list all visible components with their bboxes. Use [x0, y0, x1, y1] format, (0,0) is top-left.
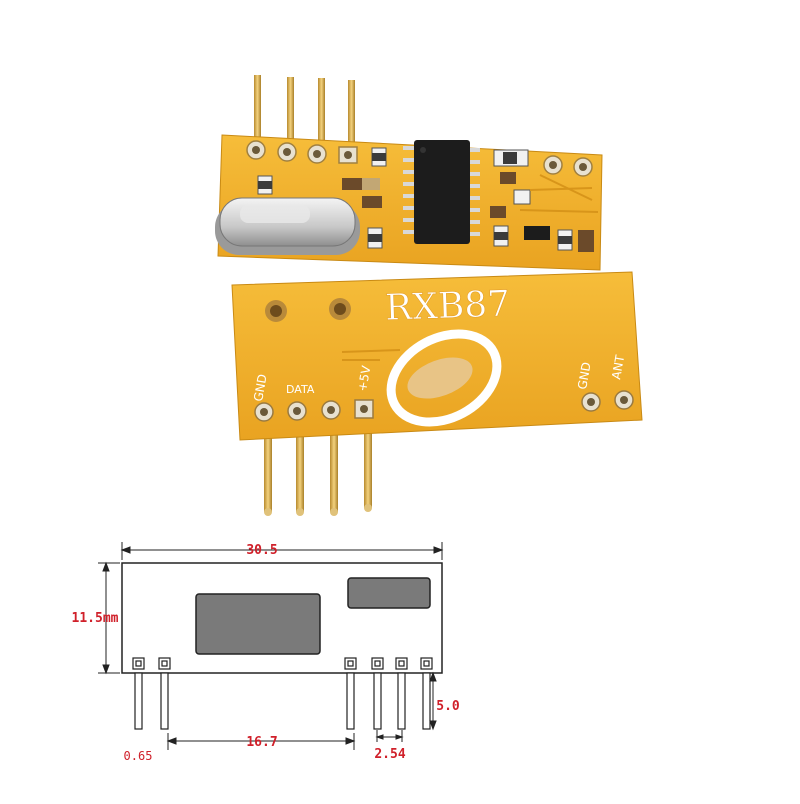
receiver-ic [403, 140, 480, 244]
brand-label: RXB87 [384, 284, 510, 329]
back-solder-pads [246, 140, 593, 177]
height-dimension-line [98, 561, 120, 675]
front-header-pins [264, 432, 372, 516]
back-board [215, 75, 603, 271]
crystal-oscillator [215, 197, 360, 255]
pin-offset-dimension-line [166, 733, 356, 750]
pin-label-ant-gnd: GND [575, 361, 594, 391]
smd-components [257, 147, 594, 252]
height-label: 11.5mm [72, 611, 119, 626]
front-traces [341, 349, 401, 361]
pin-pitch-dimension-line [375, 730, 404, 742]
drawing-pads [132, 657, 433, 670]
front-vias [265, 298, 351, 322]
antenna-loop-marking [386, 329, 502, 427]
pin-label-ant: ANT [609, 353, 627, 380]
front-pin-pads [254, 390, 634, 422]
back-traces [519, 174, 599, 213]
dimension-drawing: 30.5 11.5mm 16.7 2.54 [72, 542, 460, 763]
width-label: 30.5 [246, 543, 277, 558]
width-dimension-line [120, 542, 444, 560]
pin-length-dimension-line [429, 671, 437, 731]
pin-pitch-label: 2.54 [374, 747, 405, 762]
pin-label-data: DATA [286, 383, 315, 396]
drawing-pins [134, 672, 431, 730]
chip-block-large [195, 593, 321, 655]
chip-block-small [347, 577, 431, 609]
pin-label-5v: +5V [355, 364, 373, 393]
back-header-pins [254, 75, 355, 160]
front-board: RXB87 GND DATA +5V GND ANT [231, 271, 643, 516]
pin-label-gnd: GND [251, 373, 270, 403]
edge-offset-label: 0.65 [124, 749, 153, 763]
pin-offset-label: 16.7 [246, 735, 277, 750]
pin-length-label: 5.0 [436, 699, 460, 714]
